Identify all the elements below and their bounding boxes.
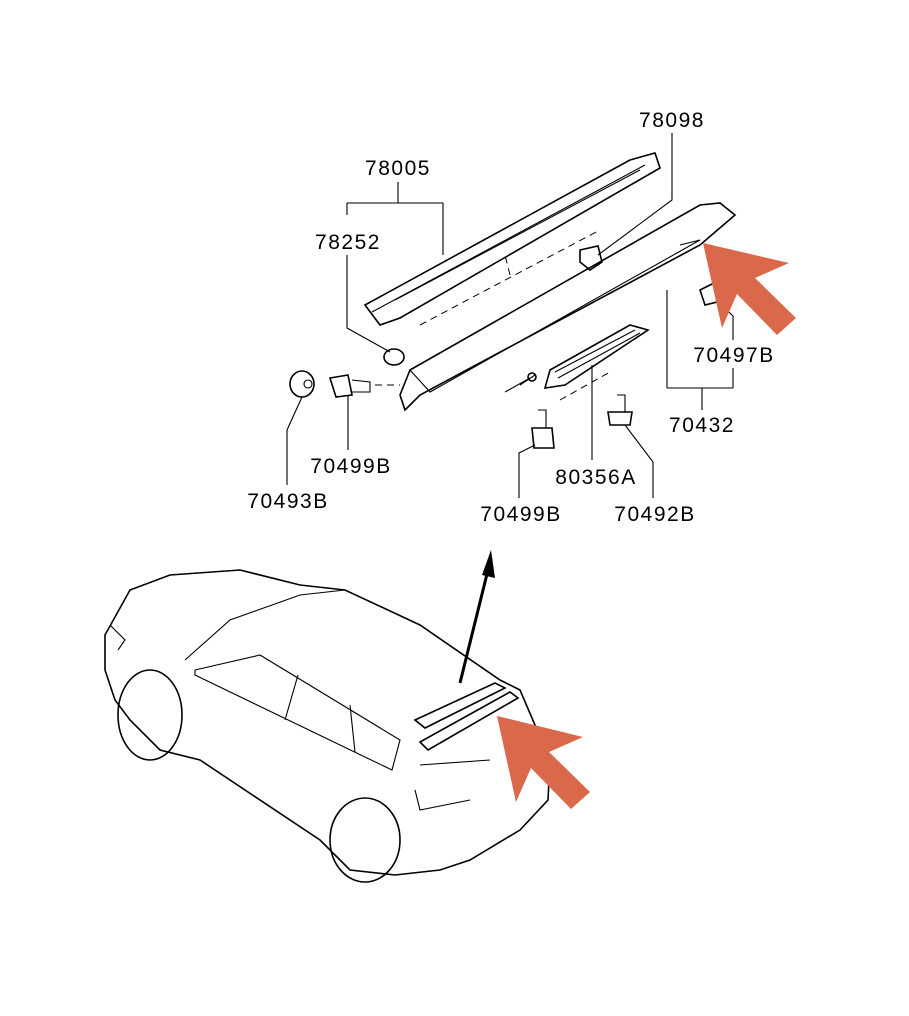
- label-70499B-left[interactable]: 70499B: [310, 455, 391, 478]
- label-78005[interactable]: 78005: [365, 157, 431, 180]
- detail-pointer-arrow: [458, 550, 495, 684]
- spoiler-lower-70432[interactable]: [399, 202, 737, 412]
- clip-78252[interactable]: [383, 348, 405, 366]
- label-80356A[interactable]: 80356A: [555, 466, 636, 489]
- car-illustration: [104, 569, 551, 883]
- label-70497B[interactable]: 70497B: [693, 344, 774, 367]
- highlight-arrow-icon-top: [703, 243, 796, 335]
- bolt-70499B-center[interactable]: [531, 409, 555, 449]
- label-70499B-center[interactable]: 70499B: [480, 503, 561, 526]
- leader-lines: [286, 133, 734, 498]
- clip-78098[interactable]: [579, 245, 603, 271]
- bolt-70499B-left[interactable]: [328, 374, 400, 398]
- grommet-70493B[interactable]: [289, 370, 315, 398]
- label-78252[interactable]: 78252: [315, 231, 381, 254]
- car-spoiler[interactable]: [413, 682, 520, 751]
- spoiler-upper-78005[interactable]: [363, 152, 661, 326]
- label-70493B[interactable]: 70493B: [247, 490, 328, 513]
- label-70432[interactable]: 70432: [669, 414, 735, 437]
- screw-70492B[interactable]: [607, 394, 633, 426]
- stop-lamp-80356A[interactable]: [504, 324, 650, 401]
- highlight-arrow-icon-bottom: [497, 716, 590, 809]
- label-78098[interactable]: 78098: [639, 109, 705, 132]
- label-70492B[interactable]: 70492B: [614, 503, 695, 526]
